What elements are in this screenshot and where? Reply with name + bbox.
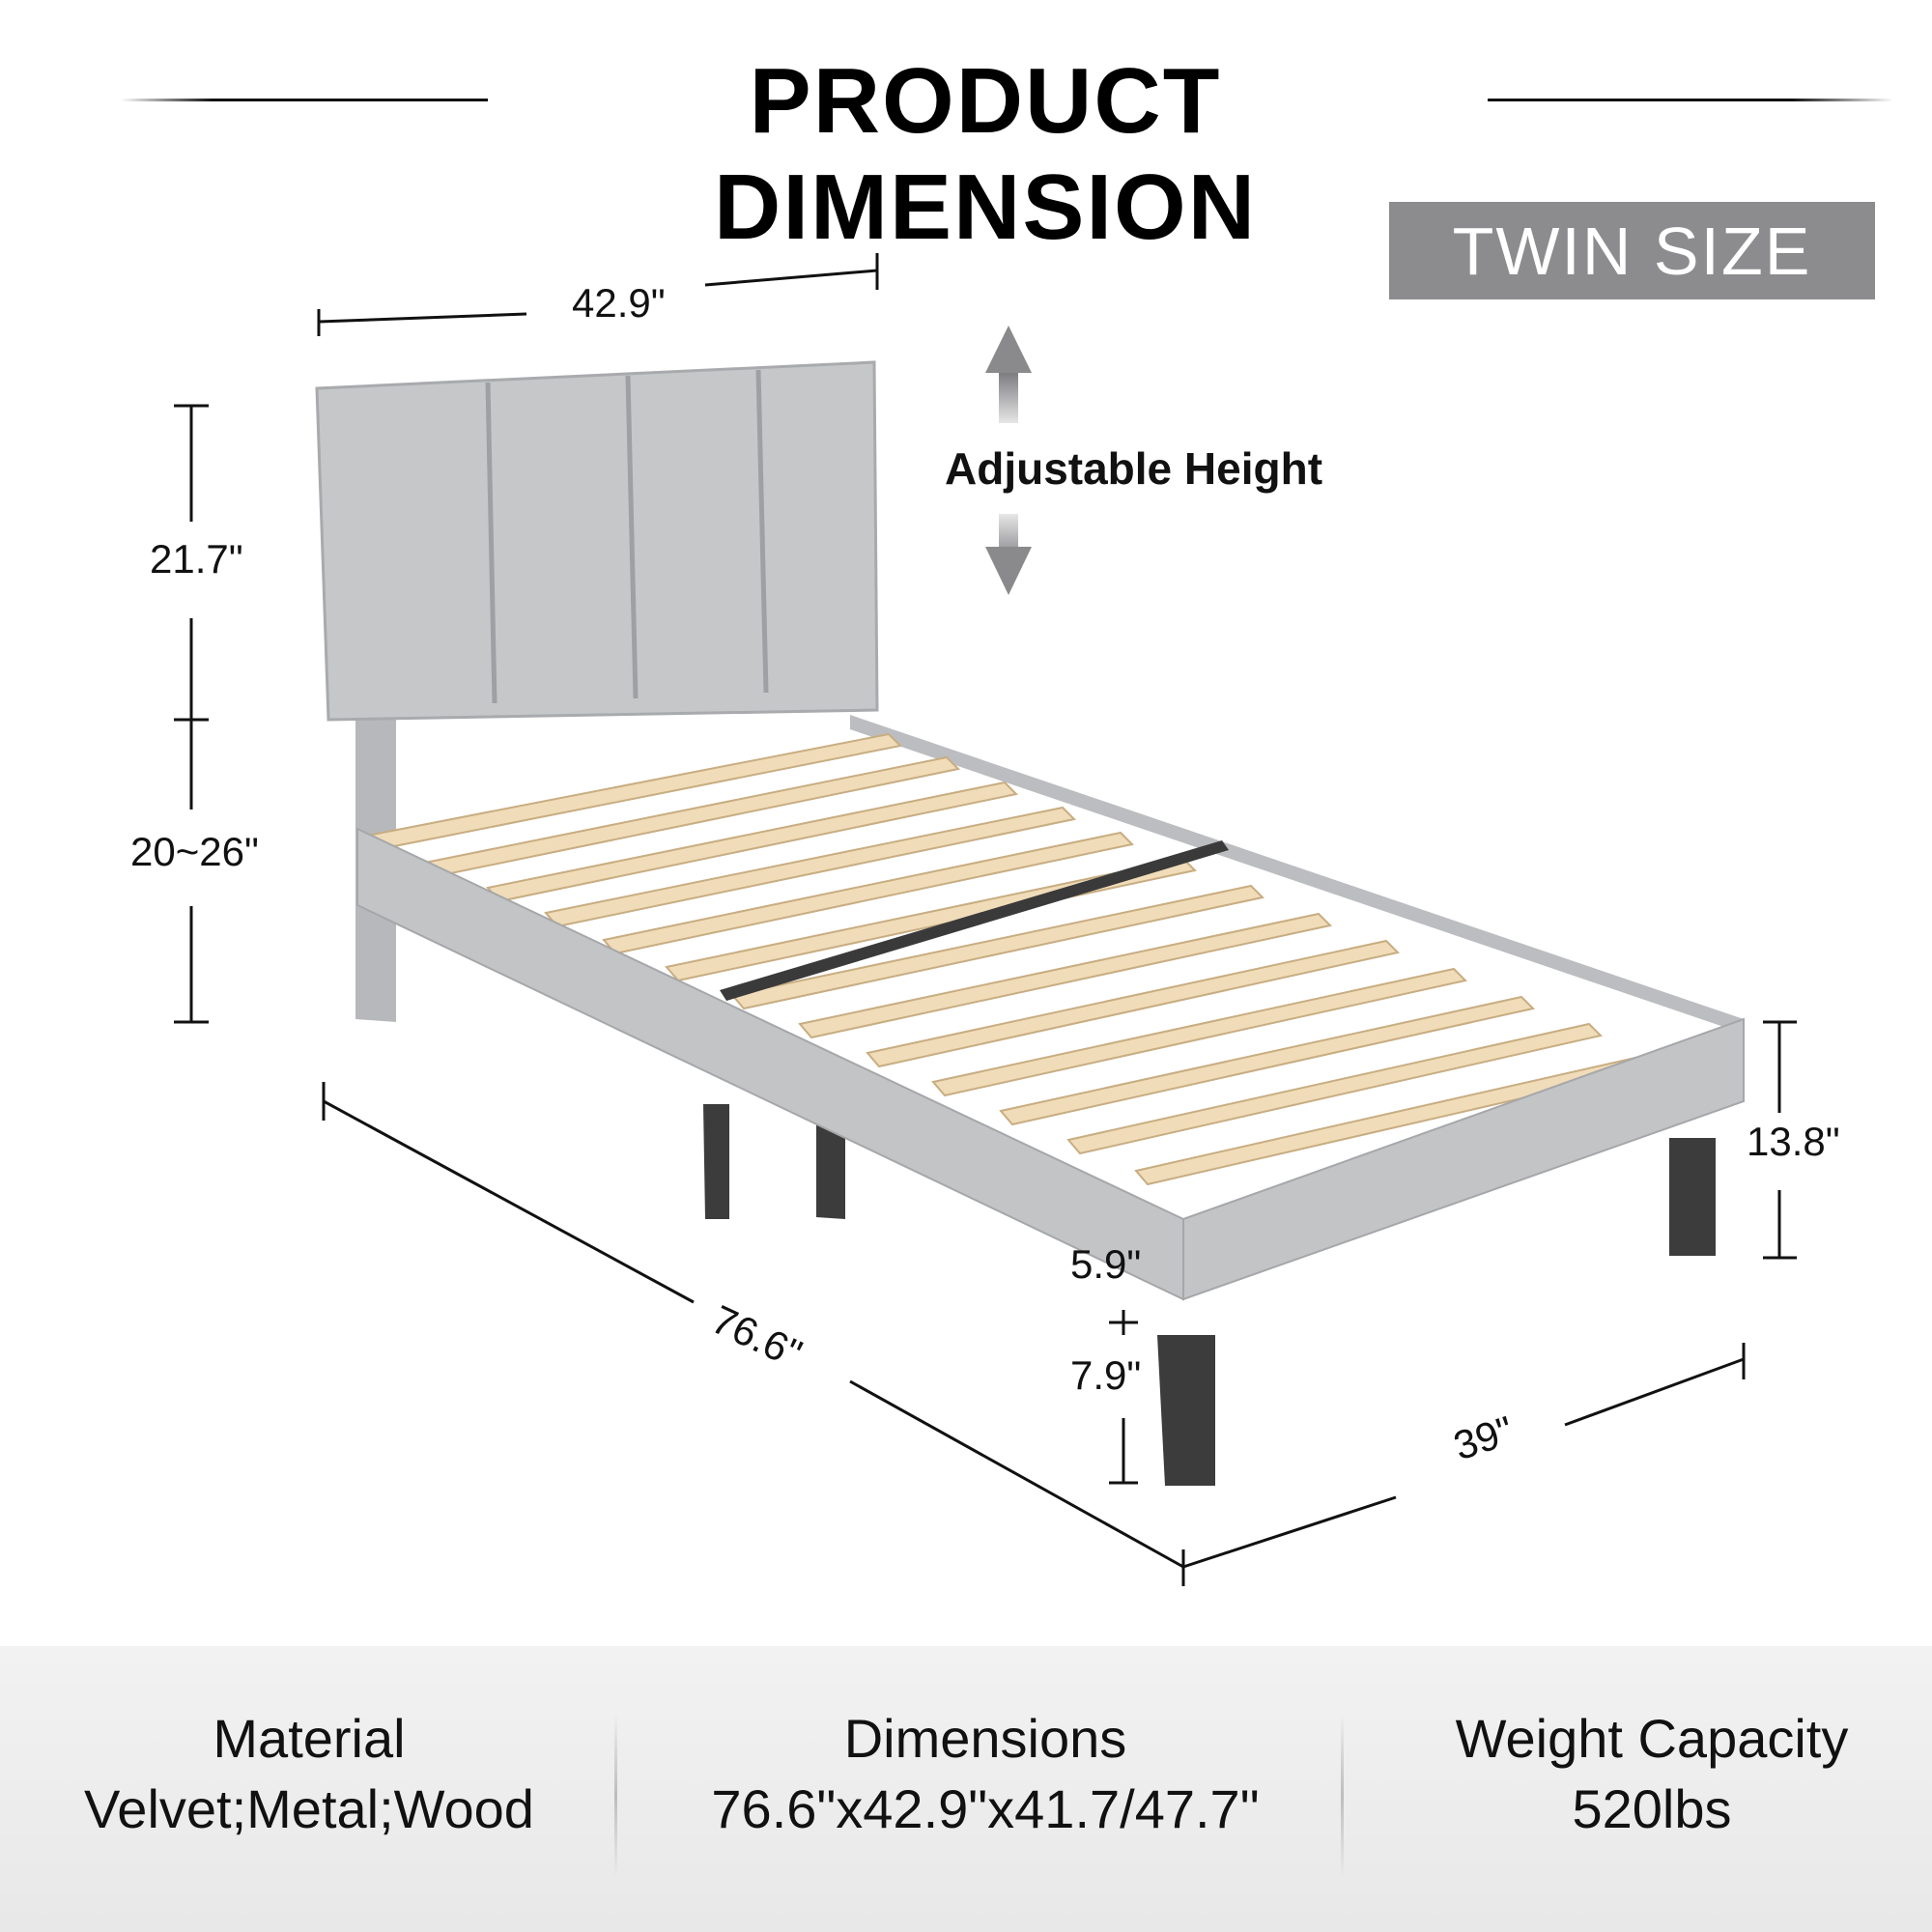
spec-weight: Weight Capacity 520lbs bbox=[1391, 1704, 1913, 1845]
spec-weight-value: 520lbs bbox=[1572, 1777, 1732, 1839]
spec-weight-title: Weight Capacity bbox=[1455, 1708, 1849, 1769]
adjustable-height-arrows bbox=[985, 326, 1032, 595]
leg-height-label: 7.9" bbox=[1070, 1352, 1142, 1398]
header: PRODUCT DIMENSION bbox=[0, 39, 1932, 259]
adjustable-height-label: Adjustable Height bbox=[945, 443, 1323, 494]
headboard-width-label: 42.9" bbox=[572, 280, 666, 326]
spec-divider bbox=[614, 1714, 617, 1878]
bed-frame bbox=[315, 360, 1745, 1486]
leg-to-headboard-label: 20~26" bbox=[130, 829, 259, 874]
spec-material-title: Material bbox=[213, 1708, 406, 1769]
spec-dimensions-title: Dimensions bbox=[843, 1708, 1127, 1769]
spec-divider bbox=[1341, 1714, 1344, 1878]
page-title: PRODUCT DIMENSION bbox=[713, 49, 1258, 259]
bed-dimension-drawing bbox=[174, 253, 1797, 1586]
headboard-height-label: 21.7" bbox=[150, 536, 243, 582]
spec-material: Material Velvet;Metal;Wood bbox=[39, 1704, 580, 1845]
spec-material-value: Velvet;Metal;Wood bbox=[84, 1777, 534, 1839]
rail-height-label: 5.9" bbox=[1070, 1241, 1142, 1287]
header-rule-right bbox=[1488, 99, 1893, 101]
spec-footer: Material Velvet;Metal;Wood Dimensions 76… bbox=[0, 1646, 1932, 1932]
spec-dimensions-value: 76.6"x42.9"x41.7/47.7" bbox=[711, 1777, 1260, 1839]
frame-height-label: 13.8" bbox=[1747, 1119, 1840, 1164]
header-rule-left bbox=[121, 99, 488, 101]
size-badge: TWIN SIZE bbox=[1389, 202, 1875, 299]
spec-dimensions: Dimensions 76.6"x42.9"x41.7/47.7" bbox=[618, 1704, 1352, 1845]
dimension-lines bbox=[174, 253, 1797, 1586]
